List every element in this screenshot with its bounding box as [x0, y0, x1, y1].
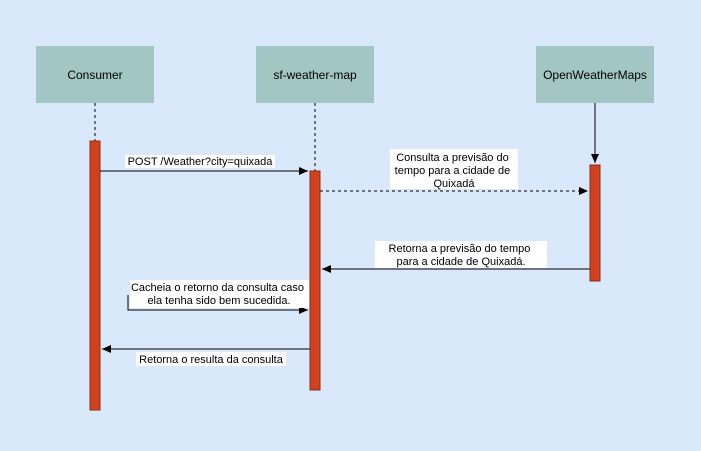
message-label-bg [390, 149, 518, 189]
participant-box-external[interactable] [536, 46, 654, 103]
participant-box-service[interactable] [256, 46, 374, 103]
message-label-bg [375, 241, 547, 268]
activation-consumer [89, 140, 101, 411]
lifeline-consumer: Consumer [36, 46, 154, 411]
lifeline-external: OpenWeatherMaps [536, 46, 654, 282]
message-label-return-result: Retorna o resulta da consulta [139, 354, 284, 366]
message-cache-result: Cacheia o retorno da consulta caso ela t… [127, 280, 309, 314]
participant-label-service: sf-weather-map [273, 68, 357, 82]
lifeline-service: sf-weather-map [256, 46, 374, 391]
message-arrow-cache-result [127, 295, 308, 314]
message-return-forecast: Retorna a previsão do tempo para a cidad… [322, 241, 590, 273]
message-label-bg [130, 280, 309, 308]
message-label-query-forecast: Consulta a previsão do tempo para a cida… [395, 152, 514, 190]
message-return-result: Retorna o resulta da consulta [102, 345, 310, 366]
message-label-cache-result: Cacheia o retorno da consulta caso ela t… [131, 282, 307, 307]
message-post-weather: POST /Weather?city=quixada [100, 155, 308, 175]
activation-external [589, 164, 601, 282]
participant-label-external: OpenWeatherMaps [543, 68, 647, 82]
message-label-bg [125, 155, 275, 168]
message-query-forecast: Consulta a previsão do tempo para a cida… [320, 149, 588, 195]
message-label-post-weather: POST /Weather?city=quixada [128, 156, 274, 168]
activation-service [309, 170, 321, 391]
participant-label-consumer: Consumer [67, 68, 122, 82]
participant-box-consumer[interactable] [36, 46, 154, 103]
message-label-bg [136, 352, 286, 366]
message-label-return-forecast: Retorna a previsão do tempo para a cidad… [389, 243, 534, 268]
